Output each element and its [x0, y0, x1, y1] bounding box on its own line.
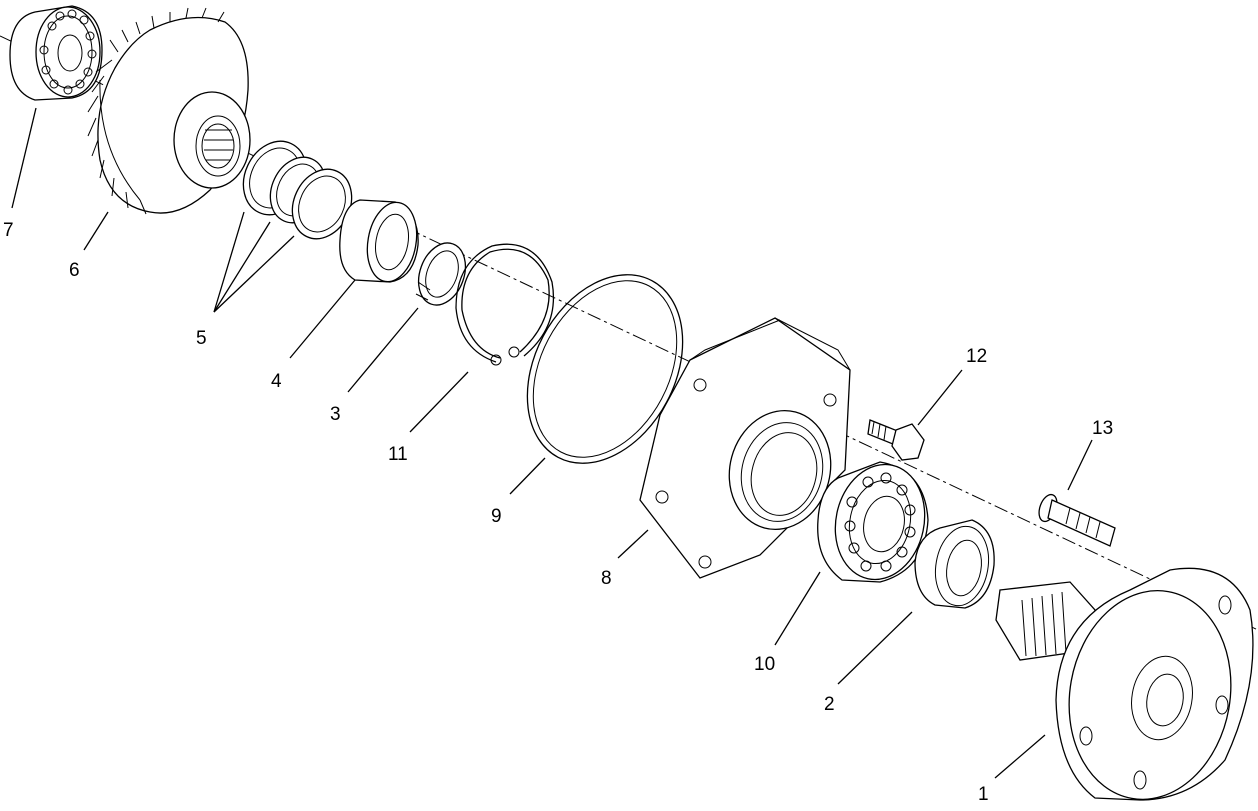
callout-12: 12	[966, 346, 987, 367]
leader-line-10	[774, 571, 821, 646]
callout-11: 11	[388, 444, 408, 465]
leader-line-13	[1067, 439, 1093, 491]
part-12-bolt	[867, 419, 925, 461]
part-3-split-ring	[415, 242, 467, 306]
callout-6: 6	[69, 260, 80, 281]
leader-line-1	[994, 734, 1046, 779]
part-8-housing	[639, 317, 851, 579]
callout-9: 9	[491, 506, 502, 527]
leader-line-7	[11, 107, 37, 209]
callout-8: 8	[601, 568, 612, 589]
leader-line-11	[409, 371, 469, 433]
part-7-bearing	[9, 5, 103, 101]
leader-line-12	[917, 369, 963, 426]
part-5-shims	[242, 140, 353, 240]
callout-1: 1	[978, 784, 989, 805]
part-4-bearing-cup	[339, 199, 419, 283]
leader-line-5c	[213, 235, 295, 313]
callout-5: 5	[196, 328, 207, 349]
leader-line-3	[347, 307, 419, 393]
leader-line-5a	[213, 211, 245, 313]
callout-4: 4	[271, 371, 282, 392]
leader-line-8	[617, 529, 649, 559]
part-2-seal	[914, 519, 995, 609]
part-11-snap-ring	[455, 243, 555, 366]
part-10-ball-bearing	[817, 461, 929, 583]
part-6-bevel-gear	[87, 7, 251, 215]
callout-7: 7	[3, 220, 14, 241]
leader-line-2	[837, 611, 913, 685]
leader-line-9	[509, 457, 546, 495]
part-1-flange-hub	[995, 567, 1254, 801]
callout-2: 2	[824, 694, 835, 715]
callout-3: 3	[330, 404, 341, 425]
leader-line-4	[289, 279, 356, 359]
part-13-stud	[1038, 493, 1116, 547]
callouts: 7 6 5 4 3 11 9 8 12 13 10 2 1	[3, 220, 1113, 805]
leader-line-6	[83, 211, 109, 251]
leader-lines	[11, 107, 1093, 779]
callout-13: 13	[1092, 418, 1113, 439]
leader-line-5b	[213, 221, 271, 313]
callout-10: 10	[754, 654, 775, 675]
